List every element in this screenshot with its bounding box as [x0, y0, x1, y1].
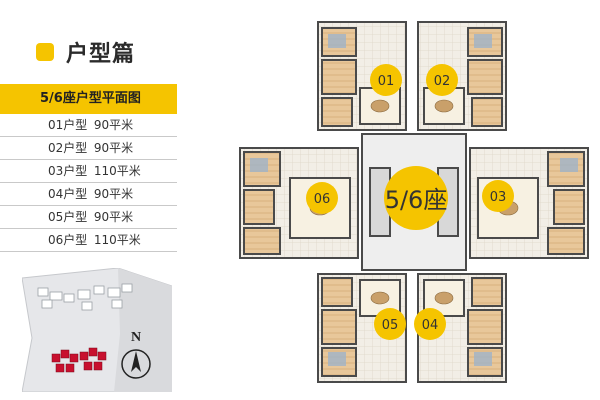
unit-label-05: 05 — [382, 318, 399, 333]
unit-area: 110平米 — [93, 233, 141, 247]
title-marker-icon — [36, 43, 54, 61]
page-title: 户型篇 — [66, 42, 136, 67]
unit-code: 01户型 — [48, 118, 88, 132]
unit-area: 90平米 — [93, 187, 134, 201]
north-label: N — [130, 330, 142, 345]
table-row: 02户型 90平米 — [0, 137, 177, 160]
section-title: 户型篇 — [36, 36, 135, 68]
table-row: 06户型 110平米 — [0, 229, 177, 252]
unit-area: 90平米 — [93, 118, 134, 132]
unit-code: 06户型 — [48, 233, 88, 247]
floor-plan: 01 02 03 04 05 06 5/6座 — [239, 21, 589, 383]
unit-area: 110平米 — [93, 164, 141, 178]
unit-code: 05户型 — [48, 210, 88, 224]
unit-code: 03户型 — [48, 164, 88, 178]
table-row: 05户型 90平米 — [0, 206, 177, 229]
table-row: 01户型 90平米 — [0, 114, 177, 137]
unit-code: 02户型 — [48, 141, 88, 155]
north-arrow-icon: N — [118, 330, 154, 384]
unit-area: 90平米 — [93, 141, 134, 155]
unit-label-06: 06 — [314, 192, 331, 207]
unit-code: 04户型 — [48, 187, 88, 201]
unit-label-01: 01 — [378, 74, 395, 89]
unit-area: 90平米 — [93, 210, 134, 224]
unit-label-02: 02 — [434, 74, 451, 89]
table-row: 04户型 90平米 — [0, 183, 177, 206]
block-label: 5/6座 — [385, 186, 448, 214]
unit-label-03: 03 — [490, 190, 507, 205]
unit-label-04: 04 — [422, 318, 439, 333]
unit-type-table: 5/6座户型平面图 01户型 90平米 02户型 90平米 03户型 110平米… — [0, 84, 177, 252]
table-row: 03户型 110平米 — [0, 160, 177, 183]
table-heading: 5/6座户型平面图 — [0, 84, 177, 114]
